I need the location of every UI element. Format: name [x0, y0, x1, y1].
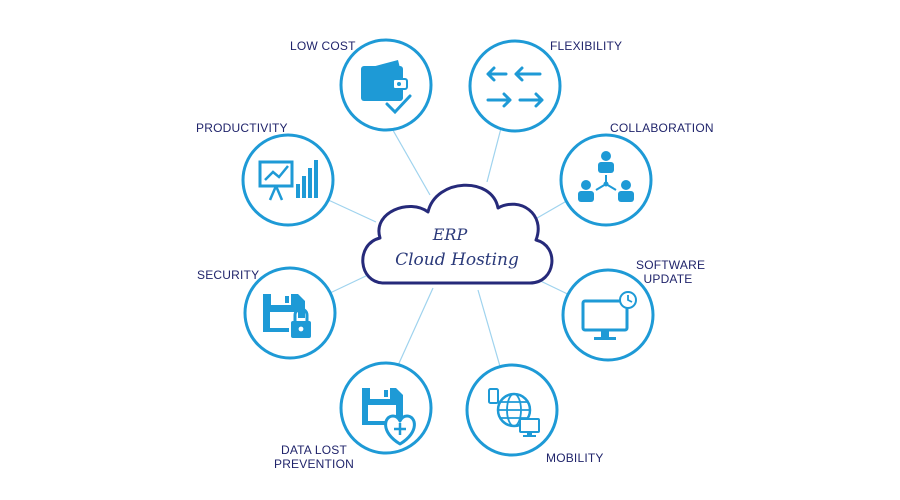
label-flexibility: FLEXIBILITY	[550, 39, 623, 53]
monitor-clock-icon	[581, 291, 637, 340]
label-data-lost-prevention-line1: DATA LOST	[280, 443, 348, 457]
cloud-title-line2: Cloud Hosting	[395, 250, 519, 270]
center-cloud: ERP Cloud Hosting	[361, 183, 554, 285]
node-security	[243, 266, 337, 360]
cloud-title-line1: ERP	[432, 225, 468, 244]
node-productivity	[241, 133, 335, 227]
label-software-update-line1: SOFTWARE	[636, 258, 706, 272]
label-low-cost: LOW COST	[290, 39, 356, 53]
floppy-heart-icon	[362, 388, 416, 446]
node-low-cost	[339, 38, 433, 132]
swap-arrows-icon	[486, 66, 544, 108]
floppy-lock-icon	[263, 294, 313, 340]
node-software-update	[561, 268, 655, 362]
label-data-lost-prevention-line2: PREVENTION	[273, 457, 354, 471]
label-software-update: SOFTWARE UPDATE	[636, 258, 706, 286]
node-flexibility	[468, 39, 562, 133]
label-security: SECURITY	[197, 268, 260, 282]
label-mobility: MOBILITY	[546, 451, 604, 465]
cloud-shape	[361, 183, 554, 285]
label-productivity: PRODUCTIVITY	[196, 121, 288, 135]
node-data-lost-prevention	[339, 361, 433, 455]
globe-devices-icon	[488, 388, 540, 437]
node-collaboration	[559, 133, 653, 227]
node-mobility	[465, 363, 559, 457]
label-collaboration: COLLABORATION	[610, 121, 714, 135]
wallet-check-icon	[361, 60, 413, 117]
label-data-lost-prevention: DATA LOST PREVENTION	[272, 443, 356, 471]
growth-chart-icon	[258, 160, 318, 201]
label-software-update-line2: UPDATE	[643, 272, 693, 286]
team-network-icon	[578, 151, 634, 202]
